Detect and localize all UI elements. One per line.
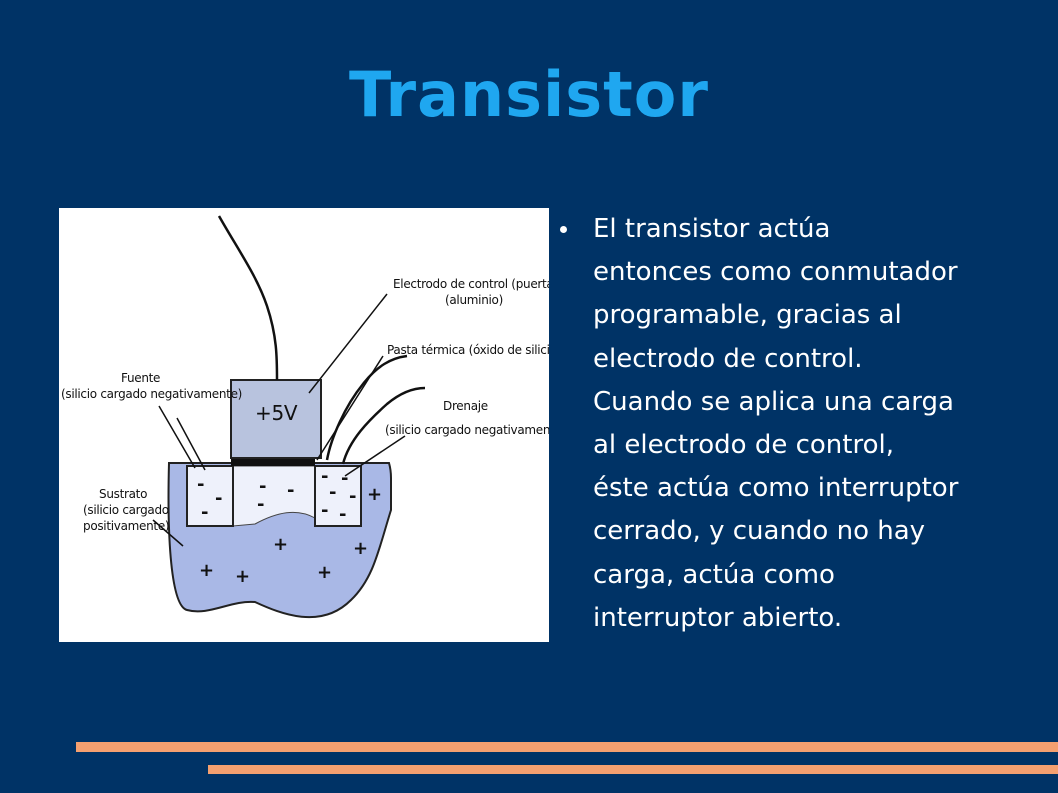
neg-sign: -	[321, 500, 328, 521]
accent-bar-bottom	[208, 765, 1058, 774]
positive-charges: + + + + + +	[199, 484, 382, 587]
label-gate-2: (aluminio)	[445, 293, 503, 307]
pos-sign: +	[367, 484, 382, 505]
bullet-line: carga, actúa como	[593, 559, 835, 590]
pos-sign: +	[199, 560, 214, 581]
gate-voltage-label: +5V	[255, 401, 298, 425]
bullet-line: programable, gracias al	[593, 300, 902, 331]
label-source-2: (silicio cargado negativamente)	[61, 387, 242, 401]
transistor-diagram-svg: +5V Electrodo de control (puerta) (alumi…	[61, 215, 549, 619]
bullet-line: Cuando se aplica una carga	[593, 386, 954, 417]
neg-sign: -	[321, 466, 328, 487]
label-substrate-2: (silicio cargado	[83, 503, 169, 517]
bullet-text: El transistor actúa entonces como conmut…	[593, 208, 958, 640]
neg-sign: -	[287, 480, 294, 501]
slide-title: Transistor	[349, 58, 709, 131]
leader-gate	[308, 293, 388, 394]
drain-wire-1	[325, 354, 408, 461]
bullet-line: al electrodo de control,	[593, 430, 894, 461]
leader-substrate	[152, 519, 184, 547]
transistor-diagram: +5V Electrodo de control (puerta) (alumi…	[59, 208, 549, 642]
pos-sign: +	[273, 534, 288, 555]
source-region	[186, 465, 234, 527]
negative-charges: - - - - - - - - - - - -	[197, 466, 356, 525]
drain-wire-2	[341, 386, 426, 465]
neg-sign: -	[215, 488, 222, 509]
neg-sign: -	[349, 486, 356, 507]
gate-oxide	[231, 456, 315, 466]
label-substrate-1: Sustrato	[99, 487, 147, 501]
pos-sign: +	[317, 562, 332, 583]
label-source-1: Fuente	[121, 371, 160, 385]
label-gate-1: Electrodo de control (puerta)	[393, 277, 549, 291]
bullet-line: electrodo de control.	[593, 343, 863, 374]
bullet-list: El transistor actúa entonces como conmut…	[560, 208, 1030, 640]
neg-sign: -	[339, 504, 346, 525]
leader-drain	[344, 435, 406, 477]
pos-sign: +	[235, 566, 250, 587]
leader-source	[158, 405, 196, 469]
leader-source-2	[176, 417, 206, 471]
pos-sign: +	[353, 538, 368, 559]
neg-sign: -	[201, 502, 208, 523]
label-paste: Pasta térmica (óxido de silicio)	[387, 343, 549, 357]
leader-paste	[316, 355, 384, 461]
neg-sign: -	[259, 476, 266, 497]
bullet-line: entonces como conmutador	[593, 257, 958, 288]
gate-wire	[217, 215, 279, 381]
bullet-line: éste actúa como interruptor	[593, 473, 959, 504]
label-drain-1: Drenaje	[443, 399, 488, 413]
bullet-line: interruptor abierto.	[593, 602, 843, 633]
drain-region	[314, 465, 362, 527]
bullet-item: El transistor actúa entonces como conmut…	[560, 208, 1030, 640]
neg-sign: -	[257, 494, 264, 515]
bullet-line: cerrado, y cuando no hay	[593, 516, 926, 547]
bullet-dot-icon	[560, 226, 567, 233]
neg-sign: -	[341, 468, 348, 489]
label-substrate-3: positivamente)	[83, 519, 169, 533]
accent-bar-top	[76, 742, 1058, 752]
label-drain-2: (silicio cargado negativamente)	[385, 423, 549, 437]
bullet-line: El transistor actúa	[593, 214, 831, 244]
neg-sign: -	[197, 474, 204, 495]
neg-sign: -	[329, 482, 336, 503]
